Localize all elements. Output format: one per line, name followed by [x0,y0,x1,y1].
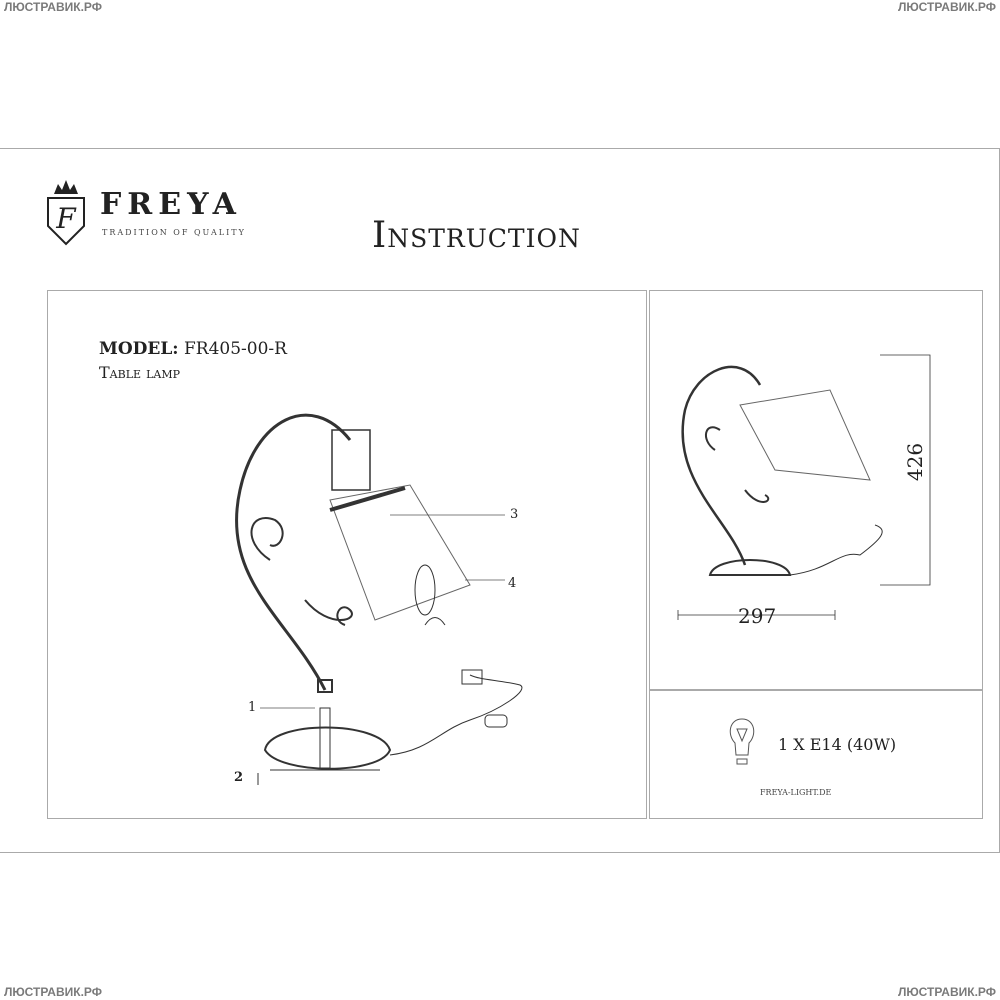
callout-3: 3 [510,507,519,522]
bulb-panel [649,689,983,819]
lamp-assembly-diagram [234,413,523,785]
watermark: ЛЮСТРАВИК.РФ [898,0,996,14]
lamp-dimension-drawing [677,354,931,620]
product-type: Table lamp [99,363,181,382]
brand-name: FREYA [100,187,242,222]
model-line: MODEL: FR405-00-R [99,339,287,359]
height-dimension: 426 [903,442,928,482]
brand-tagline: TRADITION OF QUALITY [102,228,246,237]
logo-crest-icon: F [47,180,85,246]
website: FREYA-LIGHT.DE [760,788,832,797]
model-number: FR405-00-R [183,339,287,359]
light-bulb-icon [729,718,755,765]
model-label: MODEL: [99,339,179,359]
callout-1: 1 [248,700,257,715]
page-title: Instruction [372,215,581,256]
watermark: ЛЮСТРАВИК.РФ [4,0,102,14]
callout-2: 2 [234,770,244,785]
width-dimension: 297 [738,604,777,628]
watermark: ЛЮСТРАВИК.РФ [898,985,996,999]
watermark: ЛЮСТРАВИК.РФ [4,985,102,999]
dimensions-panel [649,290,983,691]
bulb-spec: 1 X E14 (40W) [778,735,897,754]
callout-4: 4 [508,576,517,591]
svg-text:F: F [55,202,77,235]
main-diagram-panel [47,290,647,819]
